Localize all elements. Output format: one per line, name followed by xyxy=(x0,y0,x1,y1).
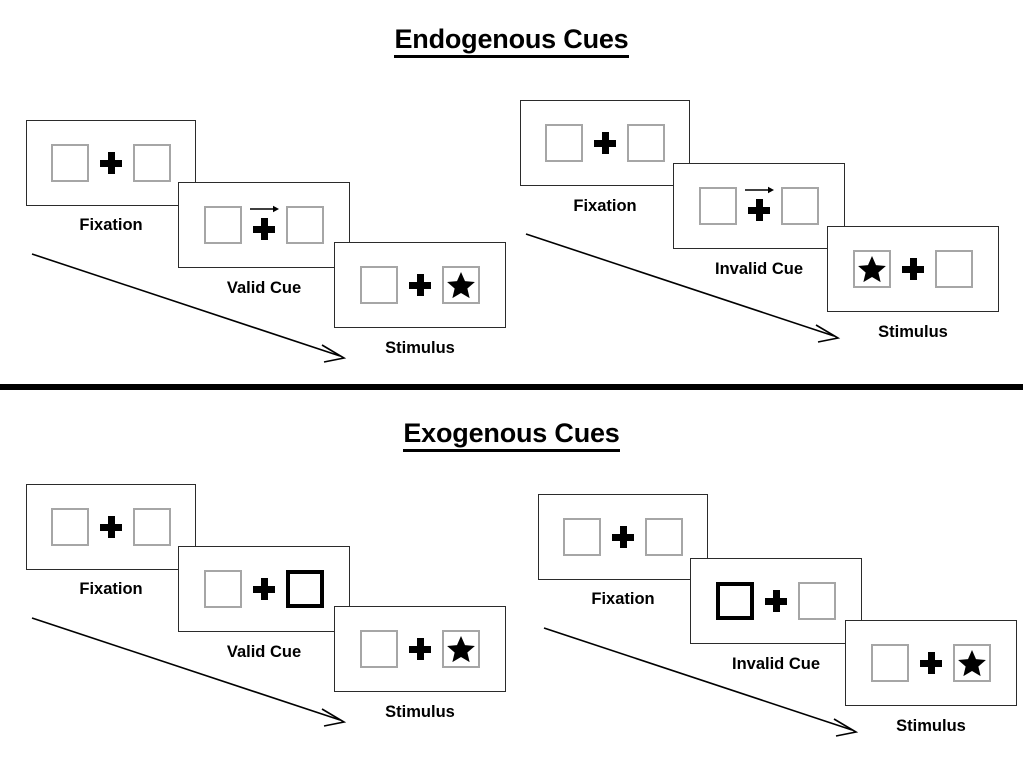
trial-frame-exo-invalid-stimulus[interactable] xyxy=(845,620,1017,706)
left-placeholder-box[interactable] xyxy=(563,518,601,556)
fixation-cross-wrap xyxy=(754,582,798,620)
plus-cross-icon xyxy=(100,516,122,538)
panel-label-endo-invalid-cue: Invalid Cue xyxy=(714,260,804,278)
plus-cross-icon xyxy=(253,578,275,600)
trial-frame-exo-valid-cue[interactable] xyxy=(178,546,350,632)
trial-frame-endo-invalid-cue[interactable] xyxy=(673,163,845,249)
left-placeholder-box-cued[interactable] xyxy=(716,582,754,620)
frame-content xyxy=(51,144,171,182)
panel-label-exo-valid-fixation: Fixation xyxy=(79,580,143,598)
plus-cross-icon xyxy=(612,526,634,548)
frame-content xyxy=(716,582,836,620)
left-placeholder-box[interactable] xyxy=(360,630,398,668)
left-placeholder-box[interactable] xyxy=(545,124,583,162)
frame-content xyxy=(563,518,683,556)
frame-content xyxy=(545,124,665,162)
plus-cross-icon xyxy=(765,590,787,612)
section-title-exogenous: Exogenous Cues xyxy=(0,418,1023,452)
fixation-cross-wrap xyxy=(398,266,442,304)
left-placeholder-box[interactable] xyxy=(204,206,242,244)
trial-frame-endo-valid-cue[interactable] xyxy=(178,182,350,268)
right-placeholder-box-cued[interactable] xyxy=(286,570,324,608)
fixation-cross-wrap xyxy=(909,644,953,682)
plus-cross-icon xyxy=(409,274,431,296)
frame-content xyxy=(204,205,324,244)
trial-frame-endo-valid-fixation[interactable] xyxy=(26,120,196,206)
right-placeholder-box[interactable] xyxy=(798,582,836,620)
plus-cross-icon xyxy=(902,258,924,280)
fixation-cross-wrap xyxy=(89,508,133,546)
plus-cross-icon xyxy=(409,638,431,660)
panel-label-endo-valid-stimulus: Stimulus xyxy=(385,339,455,357)
left-placeholder-box[interactable] xyxy=(204,570,242,608)
right-placeholder-box[interactable] xyxy=(781,187,819,225)
right-placeholder-box[interactable] xyxy=(645,518,683,556)
right-placeholder-box[interactable] xyxy=(133,508,171,546)
panel-label-endo-valid-cue: Valid Cue xyxy=(226,279,302,297)
left-placeholder-box[interactable] xyxy=(360,266,398,304)
left-placeholder-box[interactable] xyxy=(871,644,909,682)
right-placeholder-box-with-target[interactable] xyxy=(442,266,480,304)
arrow-right-icon xyxy=(250,205,279,213)
left-placeholder-box[interactable] xyxy=(699,187,737,225)
fixation-cross-wrap xyxy=(583,124,627,162)
right-placeholder-box[interactable] xyxy=(935,250,973,288)
right-placeholder-box[interactable] xyxy=(627,124,665,162)
trial-frame-exo-valid-stimulus[interactable] xyxy=(334,606,506,692)
star-icon xyxy=(858,256,886,283)
panel-label-exo-valid-stimulus: Stimulus xyxy=(385,703,455,721)
fixation-cross-wrap xyxy=(242,205,286,244)
plus-cross-icon xyxy=(748,199,770,221)
plus-cross-icon xyxy=(920,652,942,674)
right-placeholder-box-with-target[interactable] xyxy=(442,630,480,668)
trial-frame-endo-valid-stimulus[interactable] xyxy=(334,242,506,328)
frame-content xyxy=(204,570,324,608)
panel-label-endo-valid-fixation: Fixation xyxy=(79,216,143,234)
plus-cross-icon xyxy=(253,218,275,240)
fixation-cross-wrap xyxy=(891,250,935,288)
plus-cross-icon xyxy=(100,152,122,174)
trial-frame-exo-invalid-fixation[interactable] xyxy=(538,494,708,580)
panel-label-exo-invalid-cue: Invalid Cue xyxy=(731,655,821,673)
frame-content xyxy=(853,250,973,288)
panel-label-exo-valid-cue: Valid Cue xyxy=(226,643,302,661)
fixation-cross-wrap xyxy=(398,630,442,668)
panel-label-endo-invalid-fixation: Fixation xyxy=(573,197,637,215)
trial-frame-exo-valid-fixation[interactable] xyxy=(26,484,196,570)
left-placeholder-box[interactable] xyxy=(51,508,89,546)
section-title-exogenous-text: Exogenous Cues xyxy=(403,418,620,452)
trial-frame-exo-invalid-cue[interactable] xyxy=(690,558,862,644)
star-icon xyxy=(958,650,986,677)
fixation-cross-wrap xyxy=(242,570,286,608)
section-divider xyxy=(0,384,1023,390)
plus-cross-icon xyxy=(594,132,616,154)
trial-frame-endo-invalid-stimulus[interactable] xyxy=(827,226,999,312)
arrow-right-icon xyxy=(745,186,774,194)
fixation-cross-wrap xyxy=(737,186,781,225)
star-icon xyxy=(447,272,475,299)
section-title-endogenous-text: Endogenous Cues xyxy=(394,24,629,58)
right-placeholder-box[interactable] xyxy=(133,144,171,182)
fixation-cross-wrap xyxy=(601,518,645,556)
section-title-endogenous: Endogenous Cues xyxy=(0,24,1023,58)
left-placeholder-box[interactable] xyxy=(51,144,89,182)
frame-content xyxy=(699,186,819,225)
right-placeholder-box-with-target[interactable] xyxy=(953,644,991,682)
frame-content xyxy=(871,644,991,682)
panel-label-endo-invalid-stimulus: Stimulus xyxy=(878,323,948,341)
left-placeholder-box-with-target[interactable] xyxy=(853,250,891,288)
right-placeholder-box[interactable] xyxy=(286,206,324,244)
fixation-cross-wrap xyxy=(89,144,133,182)
panel-label-exo-invalid-fixation: Fixation xyxy=(591,590,655,608)
frame-content xyxy=(51,508,171,546)
frame-content xyxy=(360,266,480,304)
star-icon xyxy=(447,636,475,663)
panel-label-exo-invalid-stimulus: Stimulus xyxy=(896,717,966,735)
frame-content xyxy=(360,630,480,668)
trial-frame-endo-invalid-fixation[interactable] xyxy=(520,100,690,186)
